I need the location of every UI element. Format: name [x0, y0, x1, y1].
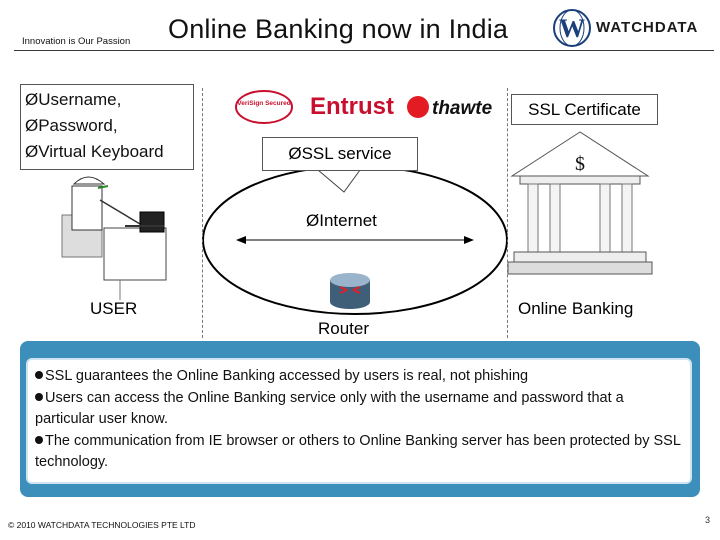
page-number: 3 — [705, 515, 710, 525]
bullet-icon — [35, 393, 43, 401]
internet-label: ØInternet — [306, 211, 377, 231]
arrow-head-left — [236, 236, 246, 244]
ssl-callout-pointer — [318, 170, 360, 192]
dollar-symbol: $ — [575, 153, 585, 175]
user-label: USER — [90, 299, 137, 319]
info-item: Users can access the Online Banking serv… — [35, 388, 686, 431]
thawte-logo: thawte — [407, 96, 493, 119]
info-item-text: SSL guarantees the Online Banking access… — [45, 368, 528, 384]
ssl-provider-logos: VeriSign Secured Entrust thawte — [232, 84, 497, 130]
verisign-text: VeriSign Secured — [237, 100, 290, 107]
bullet-icon — [35, 371, 43, 379]
info-panel: SSL guarantees the Online Banking access… — [28, 360, 690, 482]
bank-building-icon: $ — [508, 132, 652, 274]
credential-username: ØUsername, — [25, 87, 193, 113]
bullet-icon — [35, 436, 43, 444]
router-icon — [330, 273, 370, 309]
credentials-box: ØUsername, ØPassword, ØVirtual Keyboard — [20, 84, 194, 170]
footer-copyright: © 2010 WATCHDATA TECHNOLOGIES PTE LTD — [8, 520, 195, 530]
credential-virtual-keyboard: ØVirtual Keyboard — [25, 139, 193, 165]
user-illustration — [62, 177, 166, 300]
info-item: The communication from IE browser or oth… — [35, 431, 686, 474]
ssl-certificate-box: SSL Certificate — [511, 94, 658, 125]
online-banking-label: Online Banking — [518, 299, 633, 319]
entrust-logo: Entrust — [310, 93, 394, 120]
divider-left — [202, 88, 203, 338]
arrow-head-right — [464, 236, 474, 244]
thawte-text: thawte — [432, 98, 493, 119]
credential-password: ØPassword, — [25, 113, 193, 139]
verisign-logo: VeriSign Secured — [236, 91, 292, 123]
ssl-service-box: ØSSL service — [262, 137, 418, 171]
entrust-text: Entrust — [310, 93, 394, 120]
info-item-text: The communication from IE browser or oth… — [35, 433, 680, 471]
info-item: SSL guarantees the Online Banking access… — [35, 366, 686, 388]
info-item-text: Users can access the Online Banking serv… — [35, 390, 624, 428]
divider-right — [507, 88, 508, 338]
router-label: Router — [318, 319, 369, 339]
